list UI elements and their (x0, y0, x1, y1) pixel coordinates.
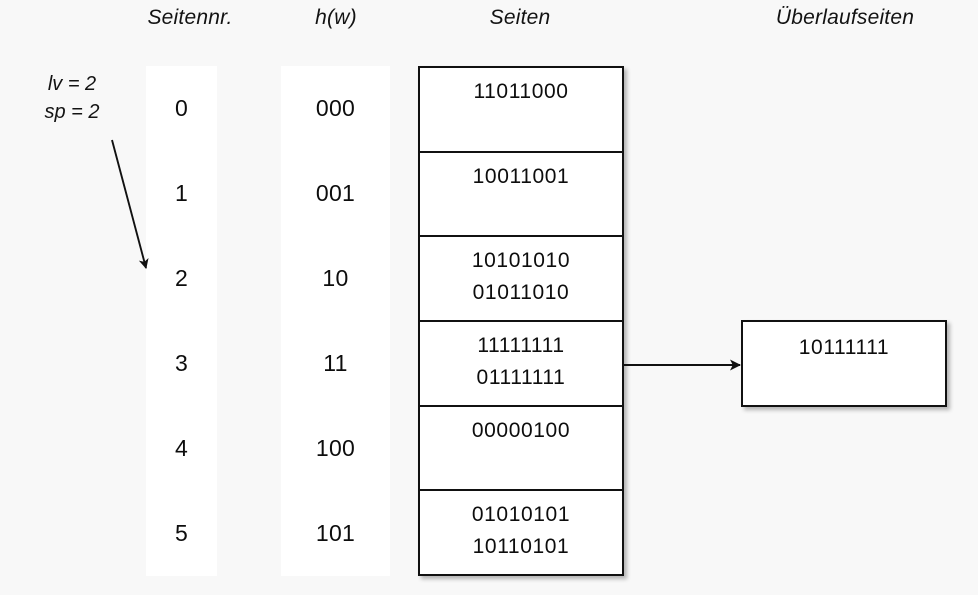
hw-cell: 101 (315, 520, 356, 546)
hw-cell: 100 (315, 435, 356, 461)
hw-cell: 10 (322, 265, 349, 291)
column-seiten: 11011000 10011001 10101010 01011010 1111… (418, 66, 624, 576)
seiten-bucket: 11011000 (420, 68, 622, 153)
bit-string: 01011010 (472, 281, 570, 305)
parameter-labels: lv = 2 sp = 2 (16, 70, 128, 127)
bit-string: 10101010 (471, 249, 571, 273)
seitennr-cell: 5 (174, 520, 189, 546)
bit-string: 11111111 (477, 334, 565, 358)
seitennr-cell: 3 (174, 350, 189, 376)
bit-string: 10011001 (472, 164, 570, 188)
seiten-bucket: 01010101 10110101 (420, 491, 622, 574)
bit-string: 11011000 (473, 80, 569, 103)
overflow-page-box: 10111111 (741, 320, 947, 407)
bit-string: 10111111 (798, 336, 890, 359)
param-sp-label: sp = 2 (44, 101, 100, 124)
seiten-bucket: 11111111 01111111 (420, 322, 622, 407)
hw-cell: 001 (315, 180, 356, 206)
bit-string: 10110101 (472, 535, 570, 559)
bit-string: 01010101 (471, 503, 571, 527)
column-header-seitennr: Seitennr. (147, 6, 233, 29)
seiten-bucket: 10011001 (420, 153, 622, 238)
seiten-bucket: 00000100 (420, 407, 622, 492)
seitennr-cell: 0 (174, 95, 189, 121)
column-header-seiten: Seiten (489, 6, 551, 29)
column-header-ueberlaufseiten: Überlaufseiten (775, 6, 915, 29)
param-lv-label: lv = 2 (47, 73, 97, 95)
seitennr-cell: 1 (174, 180, 189, 206)
bit-string: 01111111 (476, 365, 566, 389)
column-hw: 000 001 10 11 100 101 (281, 66, 390, 576)
hw-cell: 11 (323, 350, 348, 376)
column-seitennr: 0 1 2 3 4 5 (146, 66, 217, 576)
hw-cell: 000 (315, 95, 356, 121)
seitennr-cell: 2 (174, 265, 189, 291)
column-header-hw: h(w) (315, 6, 357, 29)
bit-string: 00000100 (471, 418, 571, 442)
overflow-link-arrow (623, 359, 741, 371)
seiten-bucket: 10101010 01011010 (420, 237, 622, 323)
seitennr-cell: 4 (174, 435, 189, 461)
